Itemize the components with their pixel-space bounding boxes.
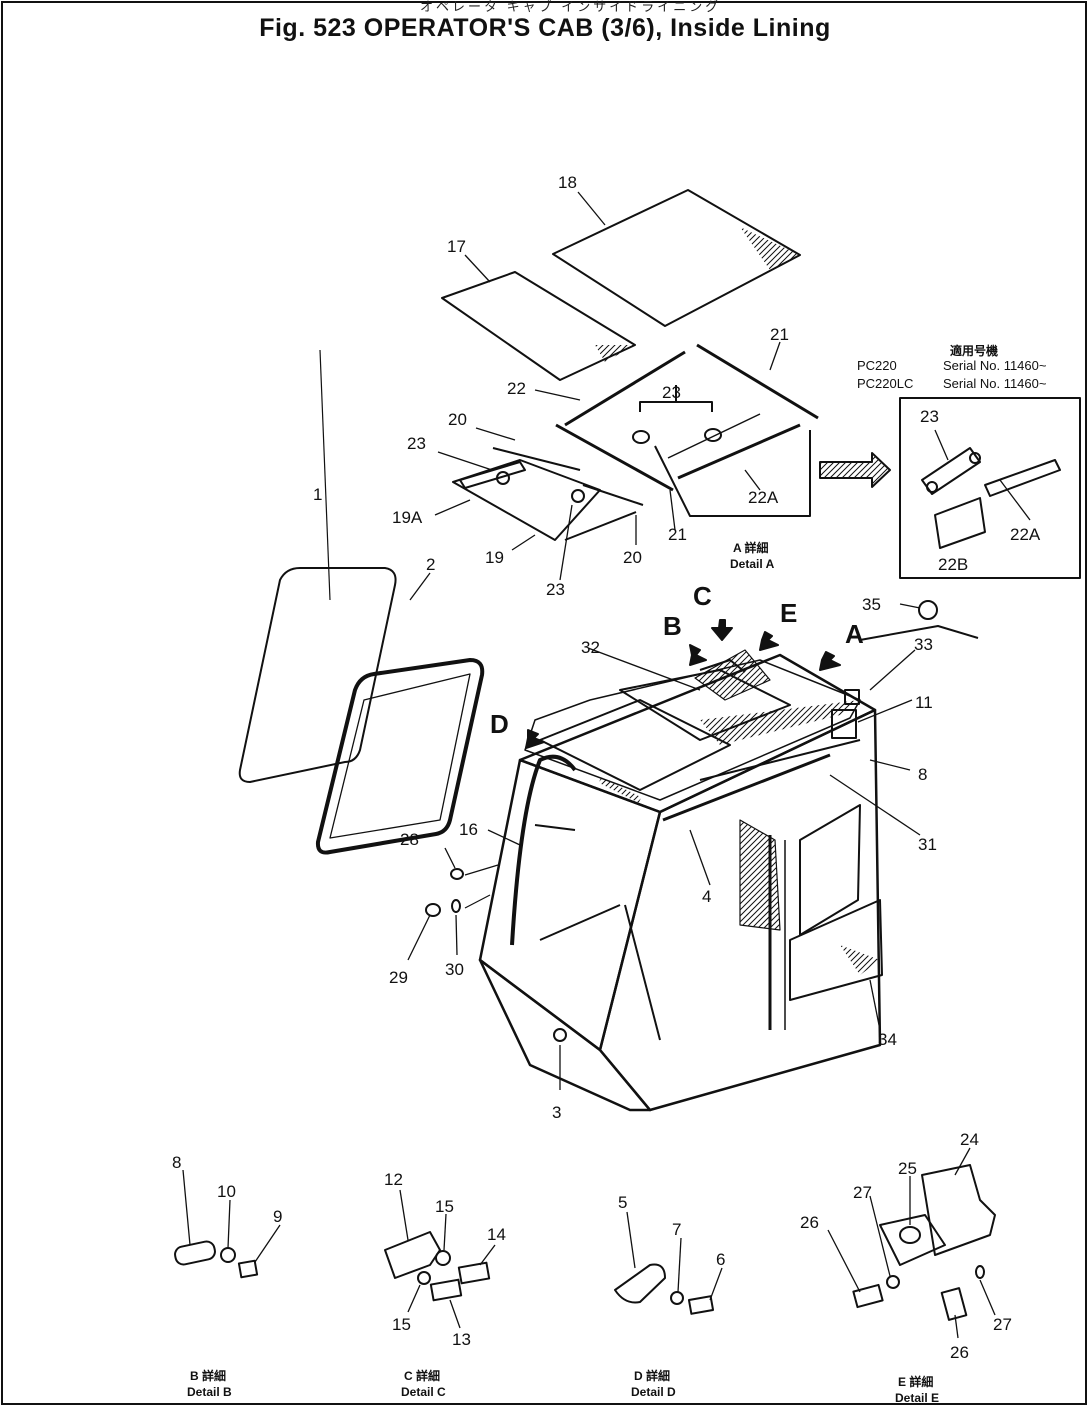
detail-d-caption-jp: D 詳細: [634, 1368, 670, 1383]
detail-b-caption: Detail B: [187, 1385, 232, 1399]
part-label-26-left: 26: [800, 1213, 819, 1232]
roof-lining-panel-18: [552, 189, 801, 327]
part-label-27-bottom: 27: [993, 1315, 1012, 1334]
detail-letter-b: B: [663, 611, 682, 641]
detail-c-caption: Detail C: [401, 1385, 446, 1399]
part-label-5: 5: [618, 1193, 627, 1212]
applicability-serial-2: Serial No. 11460~: [943, 376, 1047, 391]
part-label-21-top: 21: [770, 325, 789, 344]
part-label-7: 7: [672, 1220, 681, 1239]
part-label-3: 3: [552, 1103, 561, 1122]
inset-label-22B: 22B: [938, 555, 968, 574]
glass-1: [238, 349, 397, 783]
detail-letter-c: C: [693, 581, 712, 611]
detail-letter-a: A: [845, 619, 864, 649]
inset-label-22A: 22A: [1010, 525, 1041, 544]
part-label-23-top: 23: [662, 383, 681, 402]
part-label-15-top: 15: [435, 1197, 454, 1216]
part-label-33: 33: [914, 635, 933, 654]
part-label-15-bottom: 15: [392, 1315, 411, 1334]
part-label-20-right: 20: [623, 548, 642, 567]
part-label-30: 30: [445, 960, 464, 979]
part-label-11: 11: [915, 693, 933, 712]
detail-a-caption-jp: A 詳細: [733, 540, 769, 555]
part-label-17: 17: [447, 237, 466, 256]
detail-d-caption: Detail D: [631, 1385, 676, 1399]
detail-b-parts: [174, 1240, 259, 1279]
part-label-31: 31: [918, 835, 937, 854]
detail-e-caption: Detail E: [895, 1391, 939, 1405]
part-label-22: 22: [507, 379, 526, 398]
inset-label-23: 23: [920, 407, 939, 426]
applicability-table: 適用号機 PC220 Serial No. 11460~ PC220LC Ser…: [857, 343, 1047, 391]
clips-23: [496, 428, 722, 503]
part-label-19A: 19A: [392, 508, 423, 527]
part-label-29: 29: [389, 968, 408, 987]
part-label-18: 18: [558, 173, 577, 192]
detail-letters: C B E A D: [490, 581, 864, 739]
part-label-22A: 22A: [748, 488, 779, 507]
part-label-25: 25: [898, 1159, 917, 1178]
cab-body: [425, 600, 979, 1112]
part-label-19: 19: [485, 548, 504, 567]
part-label-21-bottom: 21: [668, 525, 687, 544]
applicability-model-1: PC220: [857, 358, 897, 373]
trim-strips: [492, 343, 819, 541]
applicability-header: 適用号機: [950, 343, 998, 358]
part-label-2: 2: [426, 555, 435, 574]
part-label-12: 12: [384, 1170, 403, 1189]
part-number-callouts: 18 17 21 22 23 20 23 22A 19A 21 19 20 23…: [172, 173, 1041, 1362]
part-label-6: 6: [716, 1250, 725, 1269]
part-label-20-left: 20: [448, 410, 467, 429]
part-label-10: 10: [217, 1182, 236, 1201]
detail-captions: A 詳細 Detail A B 詳細 Detail B C 詳細 Detail …: [187, 540, 939, 1405]
lining-panel-19: [452, 459, 601, 541]
part-label-8-detail-b: 8: [172, 1153, 181, 1172]
japanese-title: オペレータ キャブ インサイドライニング: [420, 0, 722, 14]
part-label-1: 1: [313, 485, 322, 504]
part-label-23-bottom: 23: [546, 580, 565, 599]
detail-d-parts: [614, 1263, 715, 1315]
inset-box: [899, 397, 1081, 579]
detail-c-parts: [384, 1231, 491, 1302]
detail-a-caption: Detail A: [730, 557, 775, 571]
part-label-32: 32: [581, 638, 600, 657]
part-label-4: 4: [702, 887, 711, 906]
hatched-arrow: [819, 452, 891, 488]
leader-lines: [182, 191, 1031, 1339]
part-label-23-left: 23: [407, 434, 426, 453]
weatherstrip-2: [315, 658, 485, 855]
applicability-serial-1: Serial No. 11460~: [943, 358, 1047, 373]
part-label-9: 9: [273, 1207, 282, 1226]
detail-letter-d: D: [490, 709, 509, 739]
part-label-13: 13: [452, 1330, 471, 1349]
part-label-26-bottom: 26: [950, 1343, 969, 1362]
applicability-model-2: PC220LC: [857, 376, 913, 391]
detail-c-caption-jp: C 詳細: [404, 1368, 440, 1383]
detail-arrows: [525, 619, 841, 749]
detail-e-parts: [852, 1164, 996, 1321]
detail-letter-e: E: [780, 598, 797, 628]
part-label-35: 35: [862, 595, 881, 614]
roof-lining-panel-17: [441, 271, 636, 381]
part-label-34: 34: [878, 1030, 897, 1049]
detail-a-frame: [639, 385, 811, 517]
part-label-8-cab: 8: [918, 765, 927, 784]
detail-b-caption-jp: B 詳細: [190, 1368, 226, 1383]
part-label-16: 16: [459, 820, 478, 839]
part-label-14: 14: [487, 1225, 506, 1244]
figure-title: Fig. 523 OPERATOR'S CAB (3/6), Inside Li…: [259, 14, 831, 42]
part-label-27-top: 27: [853, 1183, 872, 1202]
detail-e-caption-jp: E 詳細: [898, 1374, 933, 1389]
part-label-28: 28: [400, 830, 419, 849]
part-label-24: 24: [960, 1130, 979, 1149]
